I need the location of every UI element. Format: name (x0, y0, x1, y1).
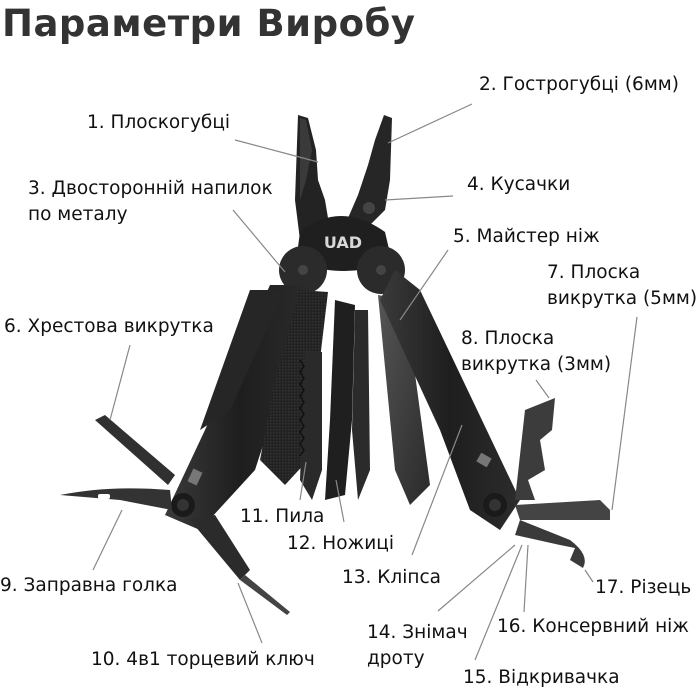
file-tool (260, 290, 328, 485)
brand-logo: UAD (324, 233, 362, 252)
label-saw: 11. Пила (240, 506, 325, 527)
label-flat-screwdriver-5mm: 7. Плоска викрутка (5мм) (547, 262, 698, 309)
label-pliers: 1. Плоскогубці (87, 112, 231, 133)
label-master-knife: 5. Майстер ніж (453, 226, 600, 247)
label-cutter: 17. Різець (595, 577, 692, 598)
label-needlenose-pliers: 2. Гострогубці (6мм) (479, 74, 679, 95)
right-handle (380, 270, 520, 530)
label-metal-file: 3. Двосторонній напилок по металу (28, 178, 273, 225)
leader-lines (92, 103, 638, 661)
scissors-tool (325, 300, 355, 500)
page-title: Параметри Виробу (2, 2, 416, 45)
label-phillips-screwdriver: 6. Хрестова викрутка (4, 316, 214, 337)
label-bottle-opener: 15. Відкривачка (463, 667, 620, 688)
screwdriver-3mm (515, 398, 555, 500)
awl-tool (60, 488, 172, 510)
label-wire-cutters: 4. Кусачки (467, 174, 571, 195)
phillips-screwdriver (95, 415, 175, 485)
cutter-tool (515, 520, 585, 568)
master-knife (378, 295, 430, 505)
left-handle (165, 285, 315, 530)
label-clip: 13. Кліпса (342, 567, 442, 588)
label-socket-wrench: 10. 4в1 торцевий ключ (91, 649, 315, 670)
socket-wrench (190, 515, 250, 580)
screwdriver-5mm (515, 500, 610, 520)
label-can-opener: 16. Консервний ніж (497, 616, 689, 637)
label-flat-screwdriver-3mm: 8. Плоска викрутка (3мм) (461, 328, 612, 375)
label-scissors: 12. Ножиці (287, 533, 394, 554)
label-awl: 9. Заправна голка (0, 575, 178, 596)
label-wire-stripper: 14. Знімач дроту (367, 622, 468, 669)
